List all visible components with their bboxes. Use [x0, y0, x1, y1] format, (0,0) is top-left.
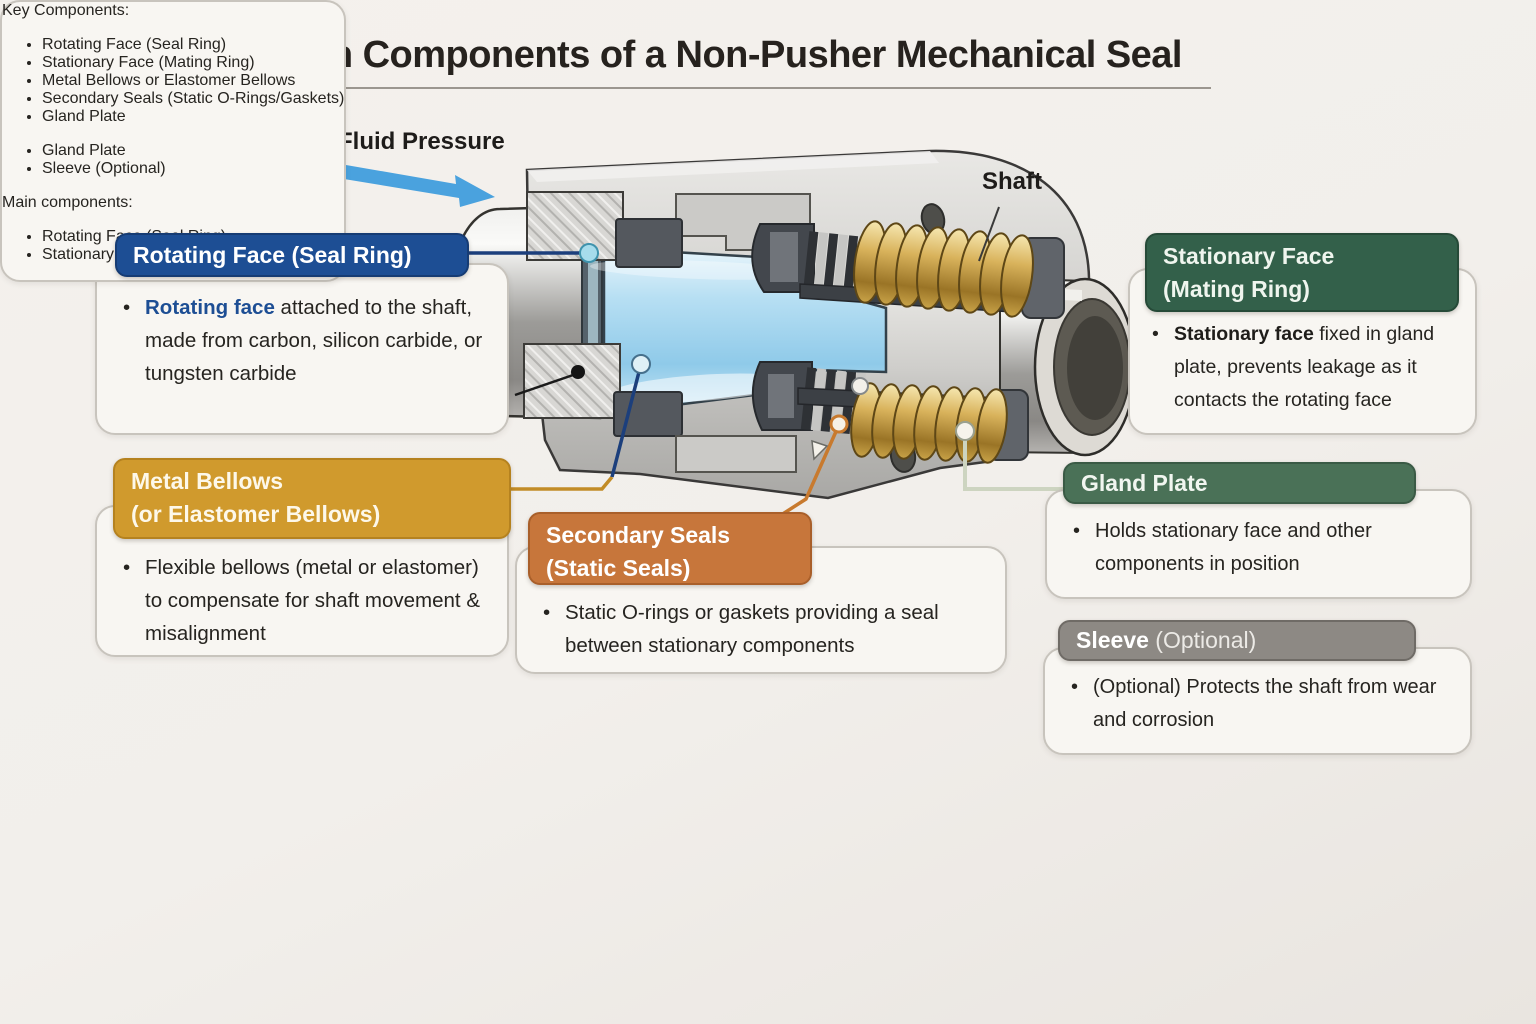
- rotating-face-lead: Rotating face: [145, 296, 275, 319]
- item-lead: Sleeve: [42, 160, 91, 177]
- item-rest: (Static O-Rings/Gaskets): [162, 90, 345, 107]
- list-item: Rotating Face (Seal Ring): [42, 36, 344, 54]
- secondary-seals-header-line2: (Static Seals): [546, 555, 691, 581]
- key-components-heading: Key Components:: [2, 2, 130, 19]
- leader-gland-plate: [963, 435, 1064, 491]
- bullet-icon: •: [123, 556, 131, 579]
- anchor-dot-shaft: [571, 365, 585, 379]
- gland-plate-header-text: Gland Plate: [1081, 469, 1208, 496]
- rotating-face-card: • Rotating face attached to the shaft, m…: [95, 263, 509, 435]
- sleeve-header-rest: (Optional): [1148, 627, 1257, 653]
- rotating-face-header: Rotating Face (Seal Ring): [115, 233, 469, 277]
- secondary-seals-header-line1: Secondary Seals: [546, 522, 731, 548]
- list-item: Gland Plate: [42, 142, 344, 160]
- list-item: Secondary Seals (Static O-Rings/Gaskets): [42, 90, 344, 108]
- metal-bellows-coils-bottom: [850, 382, 1008, 464]
- sleeve-header-lead: Sleeve: [1076, 627, 1149, 653]
- anchor-dot-rotating-face: [579, 243, 599, 263]
- secondary-seals-header: Secondary Seals (Static Seals): [528, 512, 812, 585]
- anchor-dot-white: [851, 377, 869, 395]
- list-item: Stationary Face (Mating Ring): [42, 54, 344, 72]
- bullet-icon: •: [1152, 323, 1159, 345]
- stationary-face-header-line2: (Mating Ring): [1163, 276, 1310, 302]
- anchor-dot-gland-plate: [955, 421, 975, 441]
- item-lead: Rotating Face: [42, 36, 142, 53]
- metal-bellows-coils-top: [853, 220, 1034, 318]
- sleeve-description: (Optional) Protects the shaft from wear …: [1093, 676, 1437, 731]
- main-components-heading: Main components:: [2, 194, 133, 211]
- rotating-face-header-text: Rotating Face (Seal Ring): [133, 241, 412, 268]
- pointer-triangle: [811, 439, 829, 461]
- hatch-block-top: [526, 191, 624, 261]
- leader-shaft-left: [514, 372, 577, 397]
- leader-lines: [432, 206, 1064, 519]
- leader-shaft-top: [978, 206, 1000, 262]
- bullet-icon: •: [1071, 676, 1079, 698]
- anchor-dot-secondary-seals: [829, 414, 849, 434]
- list-item: Gland Plate: [42, 108, 344, 126]
- leader-secondary-seals: [777, 426, 840, 519]
- item-lead: Secondary Seals: [42, 90, 163, 107]
- item-rest: or Elastomer Bellows: [140, 72, 296, 89]
- stationary-face-rest: fixed in gland plate, prevents leakage a…: [1174, 323, 1435, 411]
- title-block: Main Components of a Non-Pusher Mechanic…: [90, 34, 1360, 89]
- gland-plate-card: • Holds stationary face and other compon…: [1045, 489, 1472, 599]
- rotating-face-rest: attached to the shaft, made from carbon,…: [145, 296, 483, 385]
- item-rest: (Seal Ring): [141, 36, 227, 53]
- item-rest: (Optional): [90, 160, 166, 177]
- sleeve-header: Sleeve (Optional): [1058, 620, 1416, 661]
- seal-rings-and-steps: [613, 193, 815, 473]
- item-lead: Stationary Face: [42, 54, 155, 71]
- leader-metal-bellows-gold: [476, 475, 614, 491]
- item-rest: (Mating Ring): [154, 54, 255, 71]
- item-lead: Gland Plate: [42, 108, 126, 125]
- hatch-block-bottom: [523, 343, 621, 419]
- leader-metal-bellows-blue: [610, 367, 642, 478]
- key-components-left-list: Rotating Face (Seal Ring) Stationary Fac…: [2, 36, 344, 126]
- fluid-pressure-arrow: [344, 165, 495, 207]
- bullet-icon: •: [1073, 520, 1081, 542]
- rotating-face-description: Rotating face attached to the shaft, mad…: [145, 291, 493, 390]
- key-components-right-list: Gland Plate Sleeve (Optional): [2, 142, 344, 178]
- gland-plate-header: Gland Plate: [1063, 462, 1416, 504]
- bullet-icon: •: [543, 601, 551, 624]
- gland-plate-description: Holds stationary face and other componen…: [1095, 520, 1372, 575]
- fluid-pressure-label: Fluid Pressure: [338, 128, 505, 155]
- bullet-icon: •: [123, 296, 131, 319]
- list-item: Metal Bellows or Elastomer Bellows: [42, 72, 344, 90]
- sleeve-card: • (Optional) Protects the shaft from wea…: [1043, 647, 1472, 755]
- stationary-face-lead: Stationary face: [1174, 323, 1314, 345]
- stationary-face-header: Stationary Face (Mating Ring): [1145, 233, 1459, 312]
- list-item: Sleeve (Optional): [42, 160, 344, 178]
- secondary-seals-description: Static O-rings or gaskets providing a se…: [565, 601, 939, 657]
- shaft-label-top: Shaft: [982, 168, 1042, 195]
- stationary-face-header-line1: Stationary Face: [1163, 243, 1335, 269]
- metal-bellows-header: Metal Bellows (or Elastomer Bellows): [113, 458, 511, 539]
- item-lead: Gland Plate: [42, 142, 126, 159]
- item-lead: Metal Bellows: [42, 72, 141, 89]
- metal-bellows-header-line1: Metal Bellows: [131, 468, 284, 494]
- sleeve-header-text: Sleeve (Optional): [1076, 627, 1256, 654]
- stationary-face-description: Stationary face fixed in gland plate, pr…: [1174, 318, 1465, 417]
- metal-bellows-header-line2: (or Elastomer Bellows): [131, 501, 381, 527]
- title-underline: [239, 87, 1211, 89]
- metal-bellows-description: Flexible bellows (metal or elastomer) to…: [145, 556, 480, 645]
- page-title: Main Components of a Non-Pusher Mechanic…: [268, 34, 1183, 76]
- anchor-dot-metal-bellows: [631, 354, 651, 374]
- anchor-dots: [571, 243, 975, 461]
